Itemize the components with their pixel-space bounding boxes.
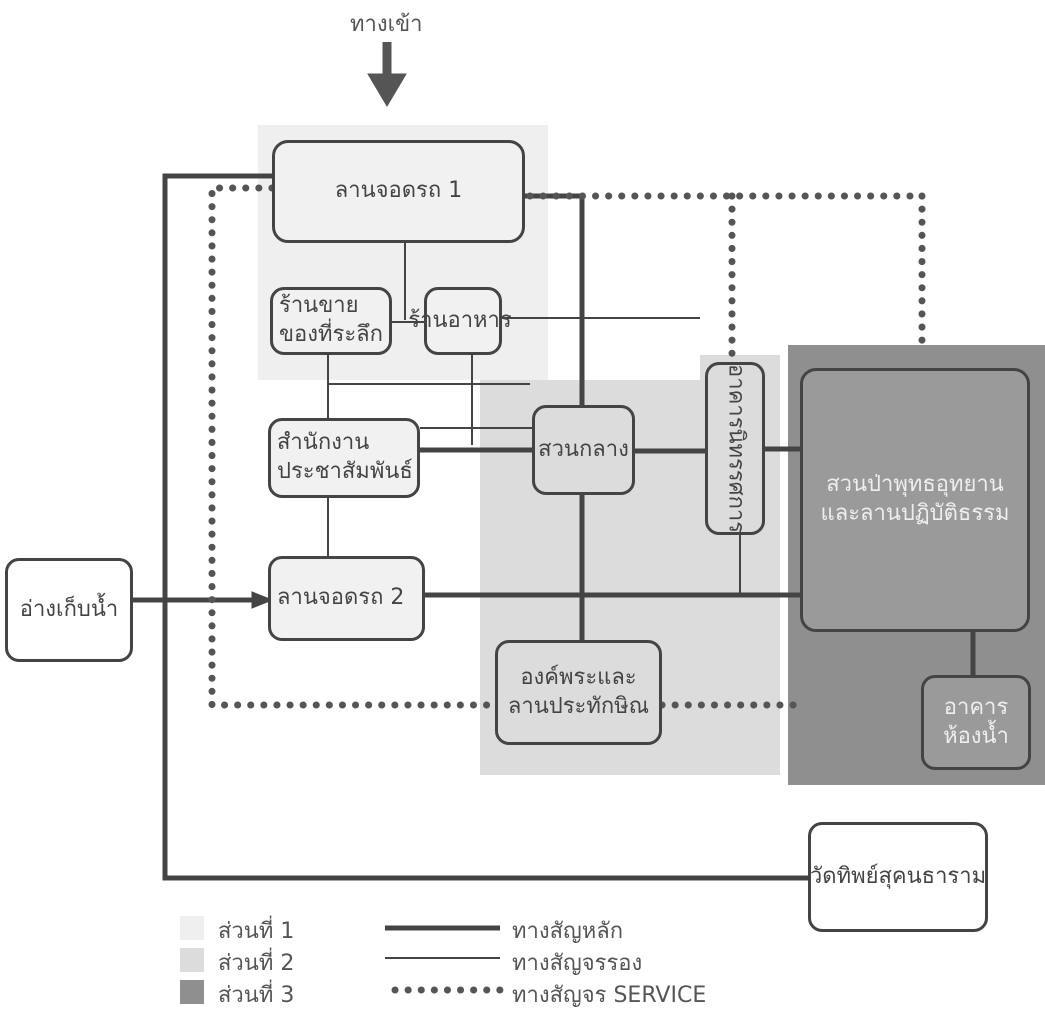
legend-zone3-swatch: [180, 980, 204, 1004]
pr-office-label-1: สำนักงาน: [277, 430, 370, 456]
exhibition-building: อาคารนิทรรศการ: [705, 362, 765, 535]
buddha-forest-park: สวนป่าพุทธอุทยาน และลานปฏิบัติธรรม: [800, 368, 1030, 632]
restroom-label-2: ห้องน้ำ: [943, 723, 1009, 749]
service-circulation: [208, 184, 926, 709]
exhibition-building-label: อาคารนิทรรศการ: [723, 363, 749, 534]
legend-zone1-label: ส่วนที่ 1: [218, 919, 295, 944]
legend-secondary-label: ทางสัญจรรอง: [512, 951, 643, 976]
pr-office-label-2: ประชาสัมพันธ์: [277, 459, 413, 484]
parking-lot-2-label: ลานจอดรถ 2: [277, 585, 405, 611]
parking-lot-1-label: ลานจอดรถ 1: [334, 178, 463, 204]
legend-service-label: ทางสัญจร SERVICE: [512, 983, 707, 1008]
reservoir-label: อ่างเก็บน้ำ: [19, 596, 119, 622]
central-garden: สวนกลาง: [532, 405, 635, 495]
buddha-statue-label-2: ลานประทักษิณ: [507, 693, 650, 719]
legend-main-label: ทางสัญหลัก: [512, 919, 624, 944]
secondary-circulation: [327, 240, 741, 595]
buddha-statue-label-1: องค์พระและ: [520, 664, 637, 690]
restaurant: ร้านอาหาร: [408, 287, 512, 355]
buddha-statue-plaza: องค์พระและ ลานประทักษิณ: [495, 640, 662, 745]
legend-zone1-swatch: [180, 916, 204, 940]
entrance-label: ทางเข้า: [350, 12, 423, 37]
legend-zone2-label: ส่วนที่ 2: [218, 951, 295, 976]
entrance-arrow: [367, 42, 407, 107]
reservoir-connector: [133, 591, 274, 609]
temple: วัดทิพย์สุคนธาราม: [808, 822, 988, 932]
buddha-forest-label-2: และลานปฏิบัติธรรม: [820, 501, 1010, 526]
parking-lot-1: ลานจอดรถ 1: [272, 140, 525, 243]
souvenir-shop-label-1: ร้านขาย: [279, 293, 359, 319]
temple-label: วัดทิพย์สุคนธาราม: [809, 863, 987, 889]
parking-lot-2: ลานจอดรถ 2: [268, 556, 425, 641]
restroom-building: อาคาร ห้องน้ำ: [921, 675, 1031, 770]
souvenir-shop: ร้านขาย ของที่ระลึก: [270, 287, 392, 355]
central-garden-label: สวนกลาง: [538, 436, 629, 462]
restaurant-label: ร้านอาหาร: [408, 307, 512, 333]
legend-zone3-label: ส่วนที่ 3: [218, 983, 295, 1008]
restroom-label-1: อาคาร: [943, 694, 1009, 720]
pr-office: สำนักงาน ประชาสัมพันธ์: [268, 418, 420, 498]
souvenir-shop-label-2: ของที่ระลึก: [279, 322, 383, 347]
reservoir: อ่างเก็บน้ำ: [5, 558, 133, 662]
legend-zone2-swatch: [180, 948, 204, 972]
buddha-forest-label-1: สวนป่าพุทธอุทยาน: [826, 472, 1004, 498]
